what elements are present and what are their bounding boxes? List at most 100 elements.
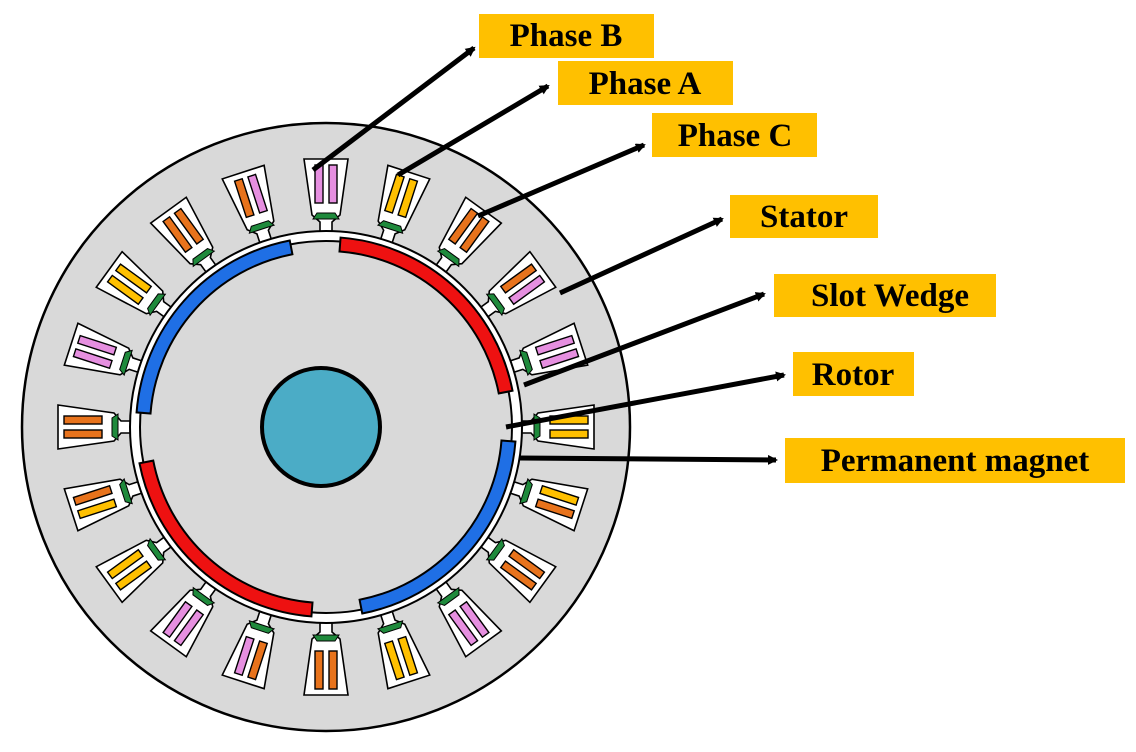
arrow-stator — [558, 216, 724, 296]
label-box — [793, 352, 914, 396]
label-box — [479, 14, 654, 58]
coil-phase-a — [549, 429, 589, 439]
slot-wedge — [485, 537, 505, 561]
coil-phase-b — [247, 173, 269, 214]
slot-wedge — [533, 413, 541, 441]
label-text-phase-b: Phase B — [510, 18, 623, 54]
coil-phase-c — [247, 640, 269, 681]
label-text-permanent-magnet: Permanent magnet — [821, 443, 1090, 479]
label-text-stator: Stator — [760, 199, 848, 235]
label-box — [558, 61, 733, 105]
stator-slot — [95, 250, 174, 319]
coil-phase-a — [114, 560, 153, 591]
coil-phase-c — [447, 207, 479, 245]
coil-phase-b — [173, 609, 205, 647]
label-stator: Stator — [730, 195, 878, 238]
coil-phase-b — [162, 600, 193, 639]
coil-phase-c — [162, 215, 193, 254]
coil-phase-a — [539, 484, 580, 506]
coil-phase-a — [397, 177, 419, 219]
slot-wedge — [312, 634, 340, 642]
stator-slot — [149, 196, 218, 275]
arrow-phase-a — [396, 83, 550, 178]
coil-phase-b — [447, 609, 479, 647]
label-phase-a: Phase A — [558, 61, 733, 105]
coil-phase-a — [114, 263, 153, 294]
slot-wedge — [519, 477, 533, 505]
stator-slot — [57, 404, 133, 450]
coil-phase-a — [383, 640, 405, 681]
stator-slot — [221, 608, 276, 690]
slot-wedge — [192, 248, 216, 268]
stator-slot — [303, 620, 349, 696]
stator-slot — [376, 608, 431, 690]
label-box — [652, 113, 817, 157]
stator-slot — [376, 164, 431, 246]
stator-slot — [63, 477, 145, 532]
stator-slot — [221, 164, 276, 246]
arrow-permanent-magnet — [518, 454, 778, 465]
arrow-rotor — [505, 371, 786, 430]
stator-slot — [63, 322, 145, 377]
slot-wedge — [485, 293, 505, 317]
coil-phase-c — [72, 484, 113, 506]
coil-phase-b — [233, 635, 255, 677]
permanent-magnets — [135, 236, 517, 618]
label-rotor: Rotor — [793, 352, 914, 396]
slot-wedge — [111, 413, 119, 441]
coil-phase-c — [328, 650, 338, 690]
coil-phase-c — [534, 498, 576, 520]
slot-wedge — [147, 293, 167, 317]
coil-phase-c — [499, 263, 538, 294]
label-slot-wedge: Slot Wedge — [774, 274, 996, 317]
label-phase-c: Phase C — [652, 113, 817, 157]
stator-slot — [149, 579, 218, 658]
arrow-phase-c — [477, 142, 646, 219]
slot-wedge — [436, 248, 460, 268]
coil-phase-c — [173, 207, 205, 245]
label-text-rotor: Rotor — [812, 357, 894, 393]
stator-slot — [95, 535, 174, 604]
rotor-shaft — [260, 366, 382, 488]
slot-wedge — [248, 220, 276, 234]
coil-phase-b — [539, 348, 580, 370]
slot-wedge — [147, 537, 167, 561]
slot-wedge — [519, 349, 533, 377]
coil-phase-c — [314, 650, 324, 690]
label-text-phase-a: Phase A — [589, 66, 702, 102]
coil-phase-b — [72, 348, 113, 370]
label-box — [774, 274, 996, 317]
coil-phase-a — [397, 635, 419, 677]
arrow-phase-b — [311, 46, 476, 172]
stator-slot — [507, 477, 589, 532]
label-box — [730, 195, 878, 238]
coil-phase-c — [508, 548, 546, 580]
magnet-bottom-right — [358, 439, 517, 615]
slot-wedge — [192, 586, 216, 606]
label-phase-b: Phase B — [479, 14, 654, 58]
stator-slot — [434, 579, 503, 658]
coil-phase-c — [233, 177, 255, 219]
arrow-slot-wedge — [523, 291, 766, 388]
stator-slot — [507, 322, 589, 377]
label-box — [785, 438, 1125, 483]
stator-slot — [478, 250, 557, 319]
stator-slot — [434, 196, 503, 275]
coil-phase-c — [499, 560, 538, 591]
coil-phase-c — [63, 415, 103, 425]
slot-wedge — [312, 212, 340, 220]
magnet-top-left — [135, 239, 294, 415]
coil-phase-b — [534, 334, 576, 356]
magnet-top-right — [338, 236, 514, 395]
coil-phase-c — [459, 215, 490, 254]
slot-wedge — [119, 349, 133, 377]
coil-phase-b — [459, 600, 490, 639]
stator-slots — [57, 158, 595, 696]
slot-wedge — [376, 620, 404, 634]
stator-slot — [478, 535, 557, 604]
coil-phase-a — [76, 498, 118, 520]
label-permanent-magnet: Permanent magnet — [785, 438, 1125, 483]
coil-phase-c — [63, 429, 103, 439]
coil-phase-b — [508, 274, 546, 306]
